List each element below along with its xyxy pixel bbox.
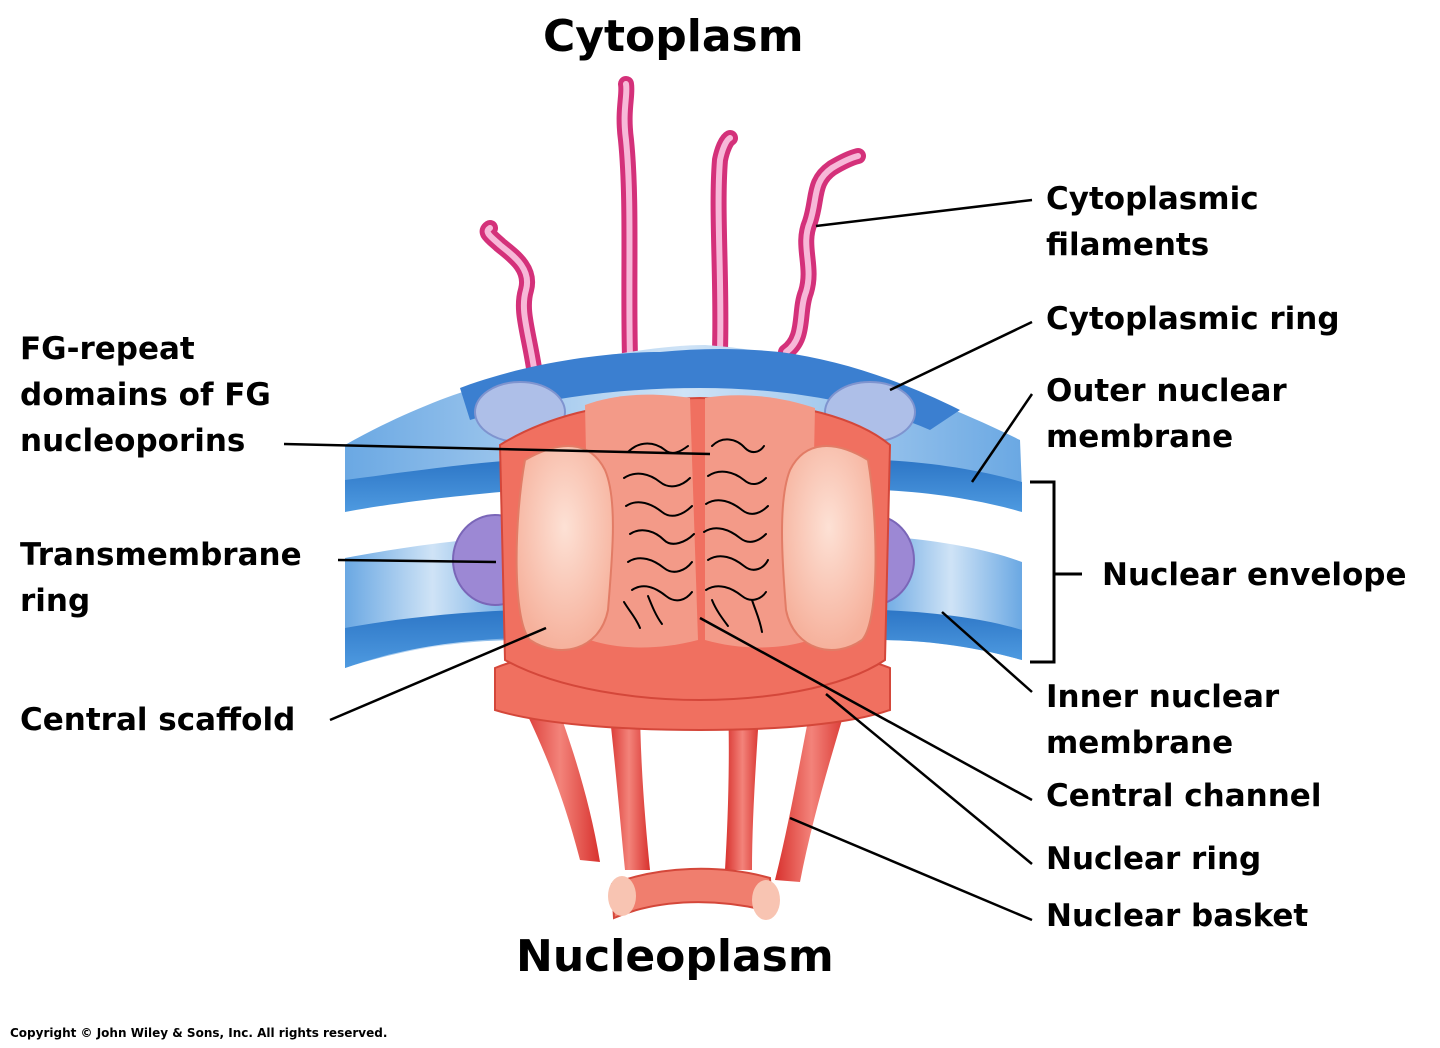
- label-cytoplasmic-filaments-line2: filaments: [1046, 227, 1210, 263]
- central-scaffold: [498, 394, 892, 702]
- nuclear-basket: [520, 700, 848, 920]
- label-inner-nuclear-membrane: Inner nuclear membrane: [1046, 674, 1279, 766]
- copyright-notice: Copyright © John Wiley & Sons, Inc. All …: [10, 1026, 388, 1040]
- label-central-scaffold: Central scaffold: [20, 702, 296, 738]
- cytoplasmic-filaments: [479, 76, 866, 376]
- label-nuclear-envelope: Nuclear envelope: [1102, 557, 1407, 593]
- label-transmembrane-ring-line2: ring: [20, 583, 91, 619]
- label-outer-nuclear-membrane-line1: Outer nuclear: [1046, 373, 1287, 409]
- label-fg-repeat-domains: FG-repeat domains of FG nucleoporins: [20, 326, 271, 464]
- cytoplasm-title: Cytoplasm: [543, 11, 804, 62]
- label-outer-nuclear-membrane-line2: membrane: [1046, 419, 1234, 455]
- label-transmembrane-ring-line1: Transmembrane: [20, 537, 302, 573]
- nuclear-envelope-bracket: [1030, 480, 1082, 664]
- nucleoplasm-title: Nucleoplasm: [516, 931, 834, 982]
- label-inner-nuclear-membrane-line2: membrane: [1046, 725, 1234, 761]
- label-central-channel: Central channel: [1046, 778, 1322, 814]
- label-inner-nuclear-membrane-line1: Inner nuclear: [1046, 679, 1280, 715]
- label-fg-repeat-line1: FG-repeat: [20, 331, 195, 367]
- label-cytoplasmic-ring: Cytoplasmic ring: [1046, 301, 1340, 337]
- label-nuclear-basket: Nuclear basket: [1046, 898, 1309, 934]
- label-fg-repeat-line3: nucleoporins: [20, 423, 246, 459]
- label-cytoplasmic-filaments: Cytoplasmic filaments: [1046, 176, 1259, 268]
- label-outer-nuclear-membrane: Outer nuclear membrane: [1046, 368, 1287, 460]
- label-fg-repeat-line2: domains of FG: [20, 377, 271, 413]
- fg-repeat-domains: [623, 438, 769, 633]
- label-transmembrane-ring: Transmembrane ring: [20, 532, 302, 624]
- leader-lines: [283, 198, 1034, 922]
- label-cytoplasmic-filaments-line1: Cytoplasmic: [1046, 181, 1259, 217]
- label-nuclear-ring: Nuclear ring: [1046, 841, 1262, 877]
